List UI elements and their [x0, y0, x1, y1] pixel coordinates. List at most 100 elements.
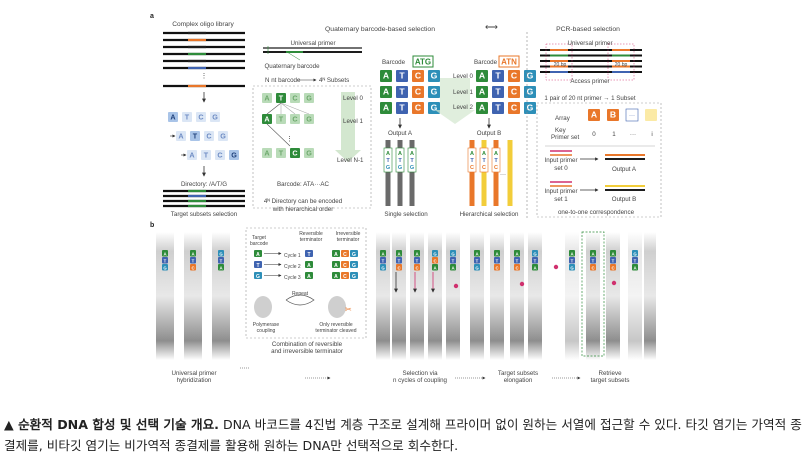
barcode-atg-border — [412, 55, 434, 68]
label-barcode-seq: Barcode: ATA···AC — [276, 181, 330, 188]
directory-base — [190, 131, 200, 141]
label-key: Key — [555, 127, 566, 134]
column-base-letter: G — [570, 266, 574, 271]
label-target-barcode: Target — [252, 235, 266, 241]
dna-column — [156, 232, 174, 360]
reversible-base — [305, 261, 313, 268]
directory-base — [176, 131, 186, 141]
output-b-base: C — [482, 165, 486, 171]
label-pcr-universal-primer: Universal primer — [567, 40, 613, 47]
column-base-letter: A — [533, 266, 536, 271]
grid-base-r — [508, 102, 520, 114]
output-b-base: C — [494, 165, 498, 171]
label-n-nt-barcode: N nt barcode — [265, 77, 301, 84]
column-base — [414, 250, 420, 257]
column-base — [494, 264, 500, 271]
column-base — [514, 264, 520, 271]
label-universal-hybrid-2: hybridization — [176, 377, 212, 384]
irreversible-base — [350, 250, 358, 257]
column-base-letter: A — [591, 252, 594, 257]
label-combination-2: and irreversible terminator — [271, 348, 343, 355]
level-funnel — [435, 78, 475, 124]
column-base-letter: A — [495, 252, 498, 257]
dna-column — [565, 232, 579, 360]
grid-base-r — [476, 102, 488, 114]
label-array: Array — [555, 115, 570, 122]
label-reversible-term2: terminator — [299, 237, 323, 243]
label-key-dots: ··· — [629, 131, 637, 138]
grid-base-r-letter: G — [527, 86, 534, 96]
column-base — [569, 250, 575, 257]
column-base-letter: G — [433, 252, 437, 257]
column-base-letter: T — [398, 259, 401, 264]
grid-base-letter: C — [415, 86, 421, 96]
directory-base — [201, 150, 211, 160]
directory-base — [215, 150, 225, 160]
column-base — [396, 250, 402, 257]
grid-base-letter: C — [415, 70, 421, 80]
column-base — [494, 257, 500, 264]
output-base: G — [386, 165, 390, 171]
tree-node-l0 — [262, 93, 272, 103]
column-base — [590, 257, 596, 264]
dna-column — [510, 232, 524, 360]
column-base-letter: G — [533, 252, 537, 257]
column-base-letter: T — [476, 259, 479, 264]
irreversible-base-letter: C — [343, 263, 347, 269]
label-cycle-2: Cycle 2 — [284, 264, 301, 270]
array-i — [645, 109, 657, 121]
grid-base-r-letter: C — [511, 70, 517, 80]
irreversible-base — [341, 250, 349, 257]
column-base — [590, 264, 596, 271]
tree-node-l0 — [290, 93, 300, 103]
grid-base-r-letter: T — [495, 102, 501, 112]
column-base-letter: T — [496, 259, 499, 264]
label-irreversible-term: Irreversible — [335, 231, 361, 237]
dna-column — [428, 232, 442, 360]
irreversible-base-letter: G — [352, 274, 356, 280]
tree-node-ln — [304, 148, 314, 158]
label-level-2-b: Level 2 — [453, 104, 473, 111]
label-elongation-1: Target subsets — [497, 370, 539, 377]
output-base: A — [398, 151, 402, 157]
cleave-shape — [328, 296, 346, 318]
column-base — [532, 250, 538, 257]
label-universal-hybrid-1: Universal primer — [171, 370, 217, 377]
output-base: T — [386, 158, 390, 164]
library-ellipsis: ⋮ — [201, 73, 208, 80]
dna-column — [410, 232, 424, 360]
grid-base-r — [508, 70, 520, 82]
tree-node-ln — [276, 148, 286, 158]
label-polymerase2: coupling — [256, 328, 276, 334]
output-strand — [397, 140, 403, 206]
grid-base-letter: G — [431, 86, 438, 96]
directory-base — [229, 150, 239, 160]
tree-node-l1 — [262, 114, 272, 124]
barcode-atn-box — [499, 56, 519, 67]
dna-column — [628, 232, 642, 360]
directory-base-letter: G — [220, 131, 226, 140]
reversible-base-letter: A — [307, 263, 311, 269]
column-base-letter: A — [451, 266, 454, 271]
label-only-reversible: Only reversible — [319, 322, 353, 328]
label-pcr-output-b: Output B — [611, 196, 637, 203]
label-single-selection: Single selection — [384, 211, 428, 218]
column-base-letter: A — [433, 266, 436, 271]
grid-base-letter: T — [399, 86, 405, 96]
reversible-base — [305, 250, 313, 257]
grid-base-r — [508, 86, 520, 98]
column-base — [396, 257, 402, 264]
tree-node-ln-letter: C — [292, 148, 297, 157]
grid-base-r-letter: G — [527, 102, 534, 112]
output-b-barcode-box — [491, 147, 501, 173]
output-b-ellipsis: ··· — [500, 172, 506, 178]
column-base-letter: C — [611, 266, 614, 271]
grid-base-r — [492, 70, 504, 82]
column-base — [450, 257, 456, 264]
reversible-base-letter: A — [307, 274, 311, 280]
column-base-letter: A — [219, 266, 222, 271]
column-base-letter: A — [633, 266, 636, 271]
column-base-letter: G — [475, 266, 479, 271]
label-target-selection: Target subsets selection — [170, 211, 238, 218]
